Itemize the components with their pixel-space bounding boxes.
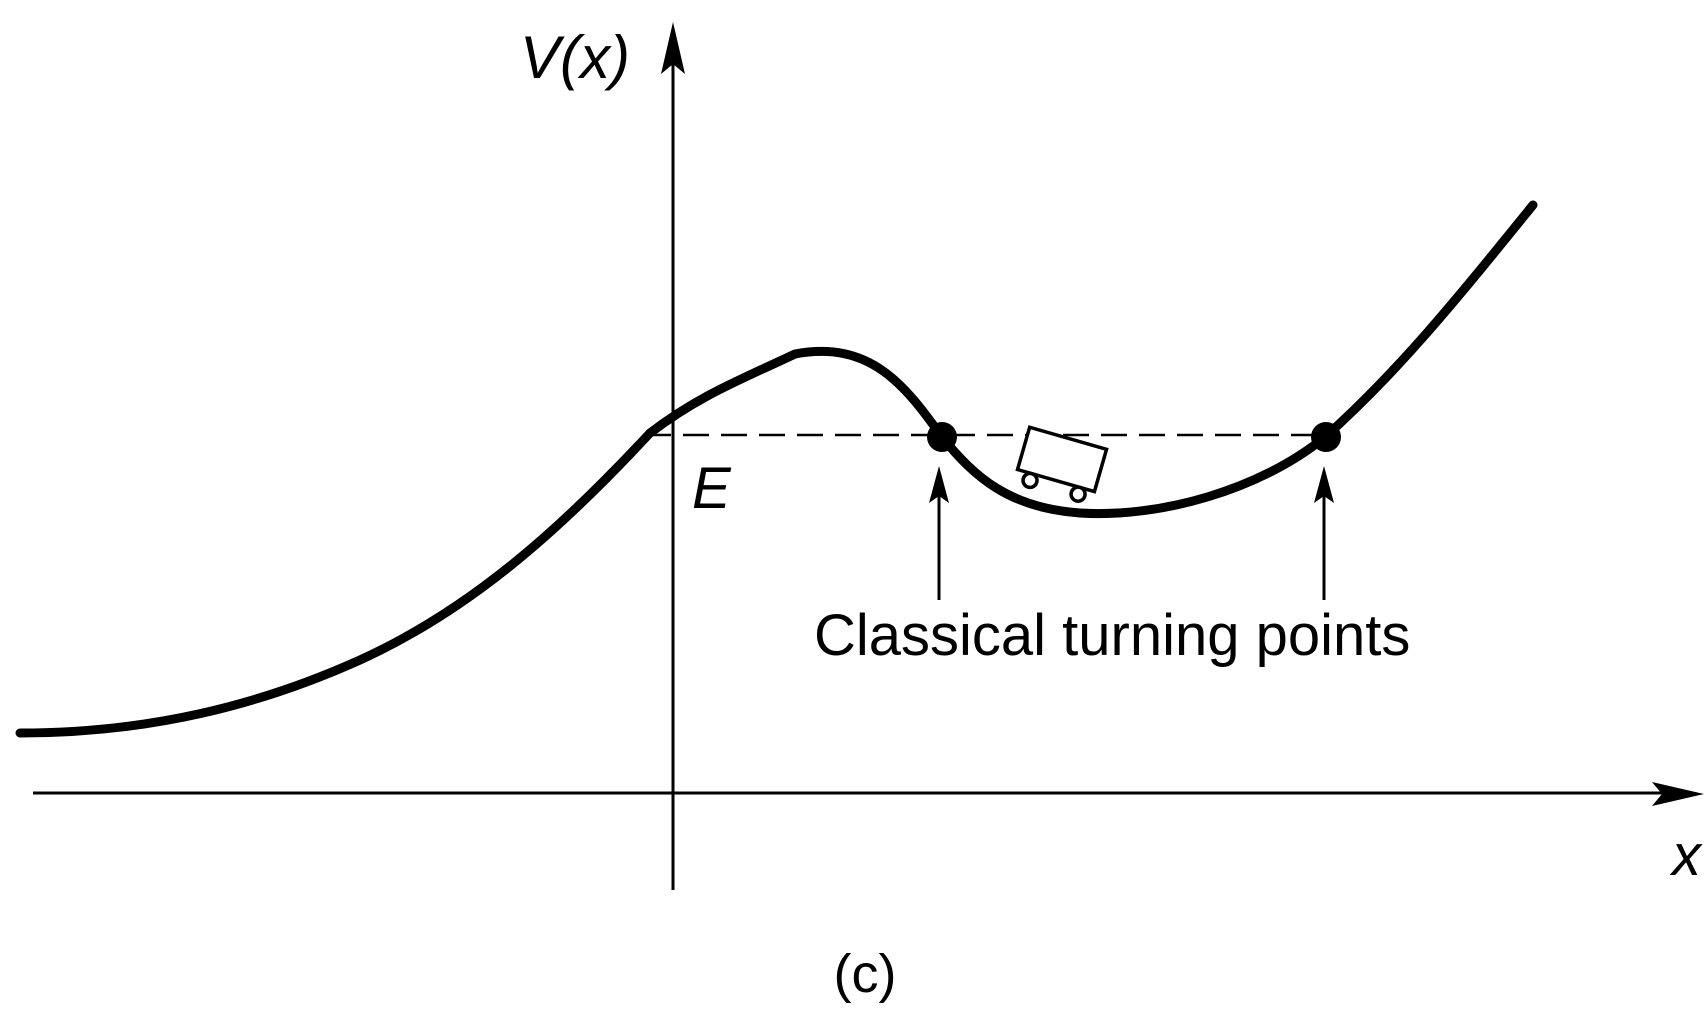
energy-label: E [692,456,732,521]
left-pointer-arrowhead [929,466,949,503]
left-turning-point-dot [927,422,957,452]
x-axis [33,782,1704,806]
right-pointer-arrowhead [1314,466,1334,503]
x-axis-label: x [1669,823,1703,888]
right-turning-point-pointer [1314,466,1334,600]
y-axis-label: V(x) [520,24,630,91]
cart-body [1015,425,1109,494]
y-axis [661,22,685,890]
turning-points-label: Classical turning points [814,603,1410,668]
cart-wheel-left [1021,471,1039,490]
x-axis-arrowhead [1652,782,1704,806]
left-turning-point-pointer [929,466,949,600]
panel-label: (c) [834,944,897,1004]
cart-wheel-right [1069,485,1087,503]
cart-icon [1015,425,1109,503]
y-axis-arrowhead [661,22,685,74]
right-turning-point-dot [1311,422,1341,452]
